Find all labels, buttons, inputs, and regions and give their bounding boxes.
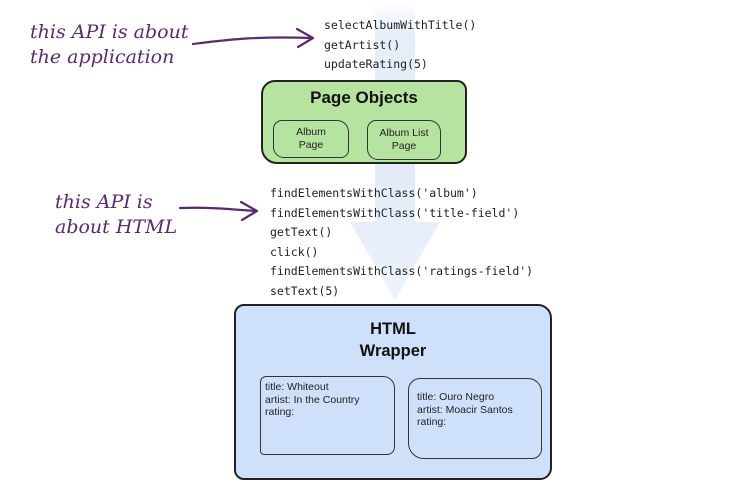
application-api-calls: selectAlbumWithTitle() getArtist() updat… [324, 16, 476, 75]
application-api-note: this API is about the application [30, 20, 188, 70]
html-api-note: this API is about HTML [55, 190, 177, 240]
album-list-page-label-line-1: Album List [379, 127, 429, 139]
application-api-call: updateRating(5) [324, 57, 428, 71]
record-rating: rating: [265, 406, 295, 418]
album-page-box: Album Page [273, 120, 349, 158]
html-note-arrow [178, 200, 259, 222]
html-api-call: setText(5) [270, 283, 340, 298]
album-page-label-line-1: Album [296, 126, 326, 138]
application-api-call: getArtist() [324, 37, 401, 52]
html-api-call: findElementsWithClass('title-field') [270, 205, 520, 220]
record-rating: rating: [417, 416, 447, 428]
album-list-page-label-line-2: Page [391, 140, 417, 152]
html-wrapper-title-line-1: HTML [370, 320, 416, 338]
album-record-ouro-negro: title: Ouro Negro artist: Moacir Santos … [408, 378, 542, 459]
record-artist: artist: Moacir Santos [417, 403, 513, 416]
html-wrapper-title: HTML Wrapper [236, 318, 550, 362]
html-api-calls: findElementsWithClass('album') findEleme… [270, 184, 533, 301]
html-api-call: findElementsWithClass('album') [270, 186, 478, 200]
album-record-whiteout: title: Whiteout artist: In the Country r… [260, 376, 395, 455]
record-title: title: Ouro Negro [417, 391, 495, 403]
html-api-note-line-2: about HTML [55, 216, 178, 238]
html-api-call: findElementsWithClass('ratings-field') [270, 264, 534, 278]
application-api-note-line-2: the application [30, 46, 175, 68]
application-note-arrow [191, 27, 315, 49]
page-objects-title: Page Objects [310, 88, 418, 107]
html-wrapper-title-line-2: Wrapper [359, 342, 427, 360]
application-api-call: selectAlbumWithTitle() [324, 18, 477, 32]
page-objects-box: Page Objects Album Page Album List Page [261, 80, 467, 164]
application-api-note-line-1: this API is about [30, 21, 189, 43]
html-api-call: getText() [270, 225, 333, 239]
album-list-page-box: Album List Page [367, 120, 441, 160]
album-page-label-line-2: Page [298, 139, 324, 151]
html-wrapper-box: HTML Wrapper title: Whiteout artist: In … [234, 304, 552, 480]
html-api-call: click() [270, 244, 319, 259]
record-title: title: Whiteout [265, 381, 329, 393]
html-api-note-line-1: this API is [55, 191, 153, 213]
record-artist: artist: In the Country [265, 393, 360, 406]
